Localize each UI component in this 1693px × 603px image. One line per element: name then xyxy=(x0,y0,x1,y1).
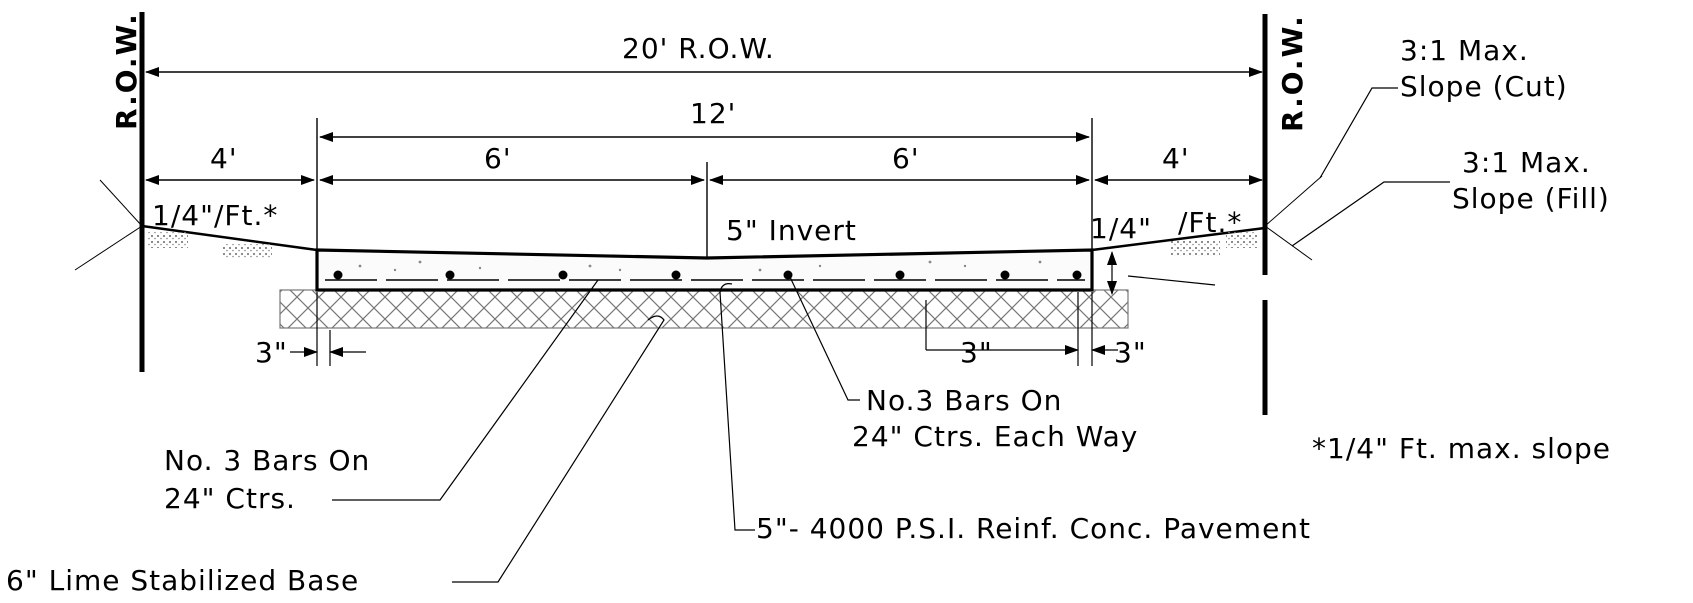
left-soil-hatch xyxy=(148,232,188,248)
left-row-label: R.O.W. xyxy=(110,12,143,130)
left-offset-label: 3" xyxy=(255,336,288,369)
right-offset-label-outer: 3" xyxy=(1114,336,1147,369)
bars-left-label-line1: No. 3 Bars On xyxy=(164,444,370,477)
fill-slope-leader xyxy=(1291,181,1450,247)
bars-left-leader xyxy=(332,279,599,501)
fill-slope-label-line2: Slope (Fill) xyxy=(1452,182,1610,215)
left-cut-line xyxy=(99,179,143,227)
concrete-pavement-slab xyxy=(315,248,1094,292)
max-slope-note: *1/4" Ft. max. slope xyxy=(1312,432,1611,465)
right-cross-slope-label-a: 1/4" xyxy=(1090,212,1152,245)
left-soil-hatch-2 xyxy=(222,244,272,258)
cut-slope-label-line1: 3:1 Max. xyxy=(1400,34,1529,67)
bars-right-label-line1: No.3 Bars On xyxy=(866,384,1062,417)
left-shoulder-label: 4' xyxy=(210,142,238,175)
slab-thickness-leader xyxy=(1127,275,1216,286)
base-leader xyxy=(452,315,665,583)
cut-slope-leader xyxy=(1319,87,1398,179)
left-shoulder-surface xyxy=(141,224,318,252)
bars-right-leader xyxy=(789,276,860,401)
right-cross-slope-label-b: /Ft.* xyxy=(1178,206,1242,239)
right-shoulder-label: 4' xyxy=(1162,142,1190,175)
left-fill-line xyxy=(74,225,143,271)
cut-slope-label-line2: Slope (Cut) xyxy=(1400,70,1568,103)
pavement-width-label: 12' xyxy=(690,97,736,130)
right-row-label: R.O.W. xyxy=(1276,14,1309,132)
bars-right-label-line2: 24" Ctrs. Each Way xyxy=(852,420,1138,453)
pavement-leader xyxy=(719,283,755,531)
right-soil-hatch-2 xyxy=(1226,232,1258,248)
right-soil-hatch xyxy=(1170,240,1220,256)
right-shoulder-surface xyxy=(1091,226,1266,252)
reinforcing-bars xyxy=(333,270,1082,280)
lime-stabilized-base xyxy=(279,289,1129,329)
right-fill-line xyxy=(1264,225,1313,261)
right-offset-label-inner: 3" xyxy=(960,336,993,369)
left-cross-slope-label: 1/4"/Ft.* xyxy=(152,199,278,232)
pavement-label: 5"- 4000 P.S.I. Reinf. Conc. Pavement xyxy=(756,512,1311,545)
row-width-label: 20' R.O.W. xyxy=(622,32,775,65)
bars-left-label-line2: 24" Ctrs. xyxy=(164,482,296,515)
fill-slope-label-line1: 3:1 Max. xyxy=(1462,146,1591,179)
right-half-label: 6' xyxy=(892,142,920,175)
left-half-label: 6' xyxy=(484,142,512,175)
invert-label: 5" Invert xyxy=(726,214,857,247)
right-cut-line xyxy=(1264,175,1323,227)
base-label: 6" Lime Stabilized Base xyxy=(6,564,359,597)
aggregate-specks xyxy=(358,260,1042,272)
